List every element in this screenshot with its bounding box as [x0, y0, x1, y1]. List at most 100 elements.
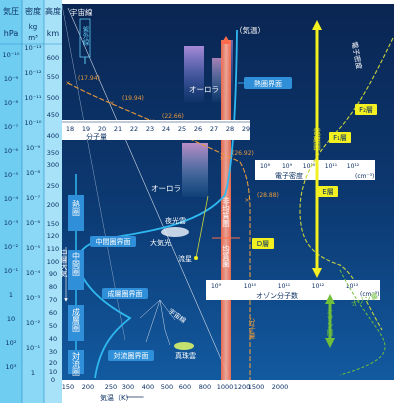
height-tick: 50	[49, 322, 57, 330]
pressure-tick: 10	[7, 315, 15, 323]
density-tick: 10⁻¹²	[25, 69, 42, 77]
stratosphere-label: 成層圏	[72, 307, 81, 333]
height-tick: 40	[49, 335, 57, 343]
stratopause-tag	[102, 288, 148, 299]
temperature-tick: 300	[122, 383, 134, 391]
thermosphere-label: 熱圏	[72, 199, 81, 217]
height-tick: 10	[49, 368, 57, 376]
density-tick: 10⁻⁵	[26, 244, 41, 252]
pressure-unit: hPa	[4, 29, 19, 38]
molweight-point-label: (17.94)	[78, 75, 100, 82]
molweight-tick: 20	[98, 125, 106, 133]
temperature-tick: 1000	[217, 383, 234, 391]
height-tick-labels: 6005505004504003503002502001501201101009…	[47, 54, 59, 384]
f2-layer-tag	[355, 104, 377, 115]
height-tick: 250	[47, 182, 59, 190]
ozone-tick: 10¹²	[312, 283, 325, 290]
noctilucent-cloud-label: 夜光雲	[165, 216, 186, 225]
temperature-tick: 400	[142, 383, 154, 391]
electron-tick: 10¹²	[347, 163, 360, 170]
meteor-label: 流星	[178, 254, 192, 263]
height-tick: 90	[49, 270, 57, 278]
pressure-tick: 10⁻¹⁰	[3, 51, 20, 59]
height-unit: km	[47, 29, 60, 38]
pressure-tick: 10⁻²	[4, 243, 19, 251]
thermosphere-box	[68, 195, 84, 231]
molweight-tick: 21	[114, 125, 122, 133]
heterosphere-label: 非均質圏	[221, 196, 230, 229]
height-tick: 400	[47, 132, 59, 140]
middle-atmosphere-label: 中層大気	[60, 248, 68, 278]
pressure-tick: 10⁻⁹	[4, 75, 19, 83]
d-layer-label: D層	[257, 240, 269, 248]
temperature-tick: 250	[105, 383, 117, 391]
density-tick: 10⁻²	[26, 319, 41, 327]
molweight-tick: 24	[162, 125, 170, 133]
height-tick: 80	[49, 283, 57, 291]
pressure-tick: 10⁻⁷	[4, 123, 19, 131]
temperature-label: （気温）	[235, 25, 265, 35]
molweight-point-label: (26.92)	[232, 150, 254, 157]
f1-layer-label: F₁層	[333, 134, 347, 142]
height-tick: 550	[47, 73, 59, 81]
molecular-weight-points: ×(17.94)×(19.94)×(22.66)×(26.92)×(28.88)	[65, 75, 278, 204]
molweight-point-label: (19.94)	[122, 95, 144, 102]
e-layer-label: E層	[322, 188, 333, 196]
density-tick: 10⁻⁶	[26, 219, 41, 227]
pressure-tick: 10⁻⁸	[4, 99, 19, 107]
temperature-tick: 200	[82, 383, 94, 391]
pressure-tick: 10³	[6, 363, 17, 371]
density-tick: 10⁻⁹	[26, 144, 41, 152]
ozone-axis-label: オゾン分子数	[256, 291, 298, 300]
temperature-tick: 1500	[248, 383, 265, 391]
molweight-tick: 25	[178, 125, 186, 133]
molecular-weight-label: 分子量	[248, 317, 256, 339]
density-tick: 10⁻⁴	[26, 269, 41, 277]
density-unit-top: kg	[29, 23, 38, 31]
temperature-axis-label: 気温（K）	[100, 393, 133, 402]
molweight-point-label: (28.88)	[257, 192, 279, 199]
space-line-label: 宇宙線	[70, 7, 93, 17]
nacreous-cloud-shape	[174, 342, 194, 350]
density-tick: 10⁻¹⁰	[25, 119, 42, 127]
electron-tick: 10¹⁰	[303, 163, 316, 170]
height-tick: 0	[51, 376, 55, 384]
pressure-tick-labels: 10⁻¹⁰10⁻⁹10⁻⁸10⁻⁷10⁻⁶10⁻⁵10⁻⁴10⁻³10⁻²10⁻…	[3, 51, 20, 371]
pressure-tick: 10⁻¹	[4, 267, 19, 275]
ozone-tick: 10⁹	[211, 283, 222, 290]
density-tick: 10⁻⁷	[26, 194, 41, 202]
temperature-tick: 600	[179, 383, 191, 391]
density-tick: 10⁻⁸	[26, 169, 41, 177]
height-tick: 450	[47, 111, 59, 119]
molweight-tick: 19	[82, 125, 90, 133]
stratopause-label: 成層圏界面	[108, 289, 143, 298]
troposphere-label: 対流圏	[72, 351, 81, 377]
molweight-tick: 26	[194, 125, 202, 133]
pressure-tick: 10⁻³	[4, 219, 19, 227]
cosmic-ray-burst	[139, 299, 176, 346]
molweight-tick: 27	[210, 125, 218, 133]
molweight-tick: 22	[130, 125, 138, 133]
height-tick: 110	[47, 245, 59, 253]
electron-density-curve	[299, 37, 394, 331]
ozone-axis-panel	[206, 280, 380, 300]
thermopause-label: 熱圏界面	[254, 79, 282, 88]
pressure-tick: 10⁻⁶	[4, 147, 19, 155]
height-tick: 60	[49, 309, 57, 317]
height-tick: 300	[47, 161, 59, 169]
pressure-tick: 10²	[6, 339, 17, 347]
ozone-layer-label: オゾン層	[326, 308, 334, 337]
e-layer-tag	[318, 186, 338, 197]
height-tick: 20	[49, 359, 57, 367]
mesosphere-box	[68, 250, 84, 290]
mesopause-tag	[90, 236, 136, 247]
height-tick: 30	[49, 348, 57, 356]
electron-unit: (cm⁻³)	[355, 173, 374, 180]
density-column	[22, 0, 44, 403]
nacreous-cloud-label: 真珠雲	[175, 351, 196, 360]
aurora-low-band	[182, 143, 208, 197]
temperature-tick: 500	[161, 383, 173, 391]
tropopause-tag	[108, 350, 154, 361]
stratosphere-box	[68, 305, 84, 341]
molweight-tick: 23	[146, 125, 154, 133]
